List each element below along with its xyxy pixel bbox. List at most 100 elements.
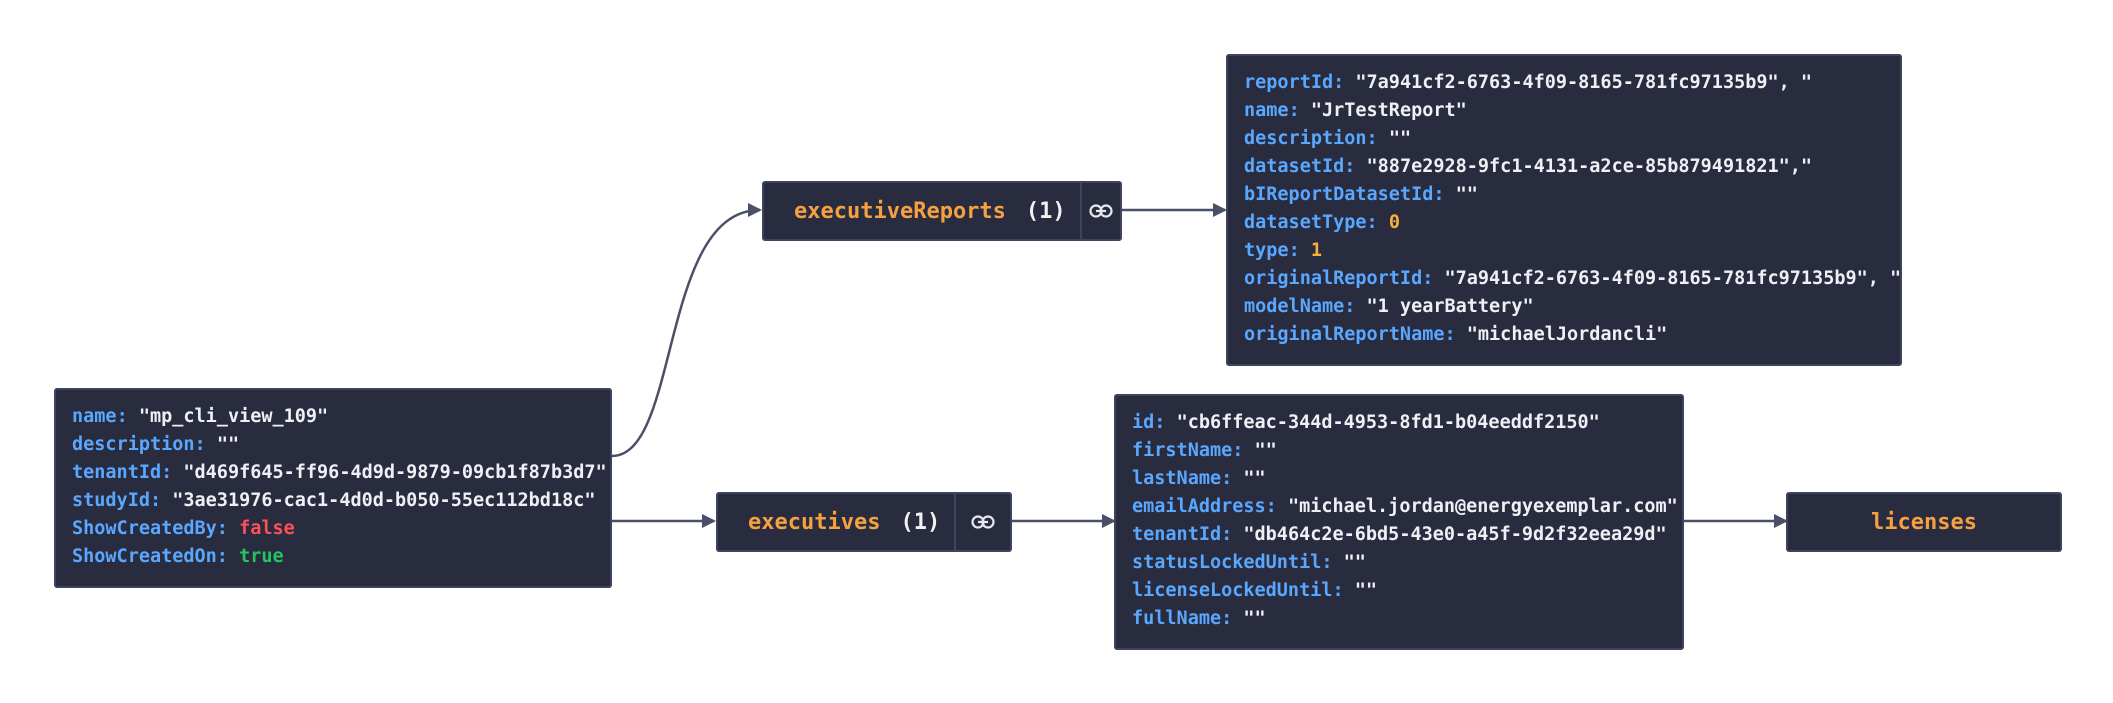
field-row: originalReportName: "michaelJordancli" xyxy=(1244,321,1884,349)
field-row: description: "" xyxy=(1244,125,1884,153)
field-key: datasetId xyxy=(1244,156,1345,177)
field-value: "" xyxy=(1243,468,1266,489)
field-value: "michaelJordancli" xyxy=(1466,324,1668,345)
field-value: "1 yearBattery" xyxy=(1366,296,1534,317)
field-key: emailAddress xyxy=(1132,496,1266,517)
field-separator: : xyxy=(1221,468,1244,489)
field-separator: : xyxy=(1422,268,1445,289)
field-value: true xyxy=(239,546,284,567)
field-row: id: "cb6ffeac-344d-4953-8fd1-b04eeddf215… xyxy=(1132,409,1666,437)
field-key: modelName xyxy=(1244,296,1345,317)
report-node[interactable]: reportId: "7a941cf2-6763-4f09-8165-781fc… xyxy=(1226,54,1902,366)
licenses-node[interactable]: licenses xyxy=(1786,492,2062,552)
field-separator: : xyxy=(1221,608,1244,629)
executives-count: (1) xyxy=(900,509,941,535)
field-row: name: "mp_cli_view_109" xyxy=(72,403,594,431)
field-key: ShowCreatedBy xyxy=(72,518,217,539)
field-separator: : xyxy=(1344,296,1367,317)
field-key: datasetType xyxy=(1244,212,1367,233)
field-value: "" xyxy=(1343,552,1366,573)
executives-title: executives xyxy=(748,509,881,535)
link-icon-glyph xyxy=(1089,204,1113,218)
field-row: emailAddress: "michael.jordan@energyexem… xyxy=(1132,493,1678,521)
field-value: "3ae31976-cac1-4d0d-b050-55ec112bd18c" xyxy=(172,490,596,511)
field-value: "7a941cf2-6763-4f09-8165-781fc97135b9", … xyxy=(1444,268,1902,289)
field-separator: : xyxy=(1288,240,1311,261)
field-row: ShowCreatedBy: false xyxy=(72,515,594,543)
field-value: "" xyxy=(1243,608,1266,629)
field-value: "db464c2e-6bd5-43e0-a45f-9d2f32eea29d" xyxy=(1243,524,1667,545)
field-row: lastName: "" xyxy=(1132,465,1666,493)
field-separator: : xyxy=(1333,72,1356,93)
field-key: name xyxy=(72,406,117,427)
field-key: tenantId xyxy=(72,462,162,483)
field-separator: : xyxy=(1221,524,1244,545)
field-row: reportId: "7a941cf2-6763-4f09-8165-781fc… xyxy=(1244,69,1884,97)
executive-reports-count: (1) xyxy=(1025,198,1066,224)
field-key: bIReportDatasetId xyxy=(1244,184,1434,205)
field-row: ShowCreatedOn: true xyxy=(72,543,594,571)
link-icon[interactable] xyxy=(1079,183,1120,239)
field-value: "" xyxy=(1455,184,1478,205)
field-separator: : xyxy=(149,490,173,511)
field-row: originalReportId: "7a941cf2-6763-4f09-81… xyxy=(1244,265,1901,293)
field-value: "887e2928-9fc1-4131-a2ce-85b879491821"," xyxy=(1366,156,1813,177)
field-key: lastName xyxy=(1132,468,1222,489)
field-separator: : xyxy=(1332,580,1355,601)
field-key: firstName xyxy=(1132,440,1233,461)
field-row: fullName: "" xyxy=(1132,605,1666,633)
field-separator: : xyxy=(1321,552,1344,573)
field-row: name: "JrTestReport" xyxy=(1244,97,1884,125)
edge-root-to-executiveReports xyxy=(611,203,762,458)
field-separator: : xyxy=(1232,440,1255,461)
field-separator: : xyxy=(1288,100,1311,121)
field-row: datasetType: 0 xyxy=(1244,209,1884,237)
field-value: "" xyxy=(1354,580,1378,601)
field-separator: : xyxy=(1366,212,1389,233)
field-key: originalReportId xyxy=(1244,268,1423,289)
field-key: name xyxy=(1244,100,1289,121)
field-value: false xyxy=(239,518,295,539)
field-row: statusLockedUntil: "" xyxy=(1132,549,1666,577)
field-key: id xyxy=(1132,412,1155,433)
field-key: description xyxy=(1244,128,1367,149)
field-separator: : xyxy=(216,546,240,567)
field-row: tenantId: "db464c2e-6bd5-43e0-a45f-9d2f3… xyxy=(1132,521,1667,549)
licenses-title: licenses xyxy=(1871,509,1977,535)
field-value: "mp_cli_view_109" xyxy=(138,406,329,427)
root-node[interactable]: name: "mp_cli_view_109"description: ""te… xyxy=(54,388,612,588)
field-row: type: 1 xyxy=(1244,237,1884,265)
link-icon[interactable] xyxy=(954,494,1010,550)
field-separator: : xyxy=(1433,184,1456,205)
field-key: fullName xyxy=(1132,608,1222,629)
field-separator: : xyxy=(161,462,184,483)
field-row: modelName: "1 yearBattery" xyxy=(1244,293,1884,321)
field-row: tenantId: "d469f645-ff96-4d9d-9879-09cb1… xyxy=(72,459,607,487)
field-row: studyId: "3ae31976-cac1-4d0d-b050-55ec11… xyxy=(72,487,596,515)
field-separator: : xyxy=(1265,496,1288,517)
field-key: reportId xyxy=(1244,72,1334,93)
field-key: ShowCreatedOn xyxy=(72,546,217,567)
executives-node[interactable]: executives (1) xyxy=(716,492,1012,552)
field-separator: : xyxy=(216,518,240,539)
executive-reports-title: executiveReports xyxy=(794,198,1006,224)
field-value: "michael.jordan@energyexemplar.com" xyxy=(1287,496,1678,517)
field-key: description xyxy=(72,434,195,455)
field-separator: : xyxy=(1154,412,1177,433)
field-value: "d469f645-ff96-4d9d-9879-09cb1f87b3d7" xyxy=(183,462,607,483)
field-value: "7a941cf2-6763-4f09-8165-781fc97135b9", … xyxy=(1355,72,1813,93)
field-value: "" xyxy=(1254,440,1277,461)
field-separator: : xyxy=(116,406,139,427)
field-value: "JrTestReport" xyxy=(1310,100,1467,121)
field-row: bIReportDatasetId: "" xyxy=(1244,181,1884,209)
field-separator: : xyxy=(1344,156,1367,177)
field-separator: : xyxy=(1366,128,1389,149)
field-separator: : xyxy=(194,434,217,455)
field-separator: : xyxy=(1444,324,1467,345)
field-row: datasetId: "887e2928-9fc1-4131-a2ce-85b8… xyxy=(1244,153,1884,181)
field-key: studyId xyxy=(72,490,150,511)
field-value: "cb6ffeac-344d-4953-8fd1-b04eeddf2150" xyxy=(1176,412,1600,433)
field-row: description: "" xyxy=(72,431,594,459)
executive-reports-node[interactable]: executiveReports (1) xyxy=(762,181,1122,241)
executive-node[interactable]: id: "cb6ffeac-344d-4953-8fd1-b04eeddf215… xyxy=(1114,394,1684,650)
